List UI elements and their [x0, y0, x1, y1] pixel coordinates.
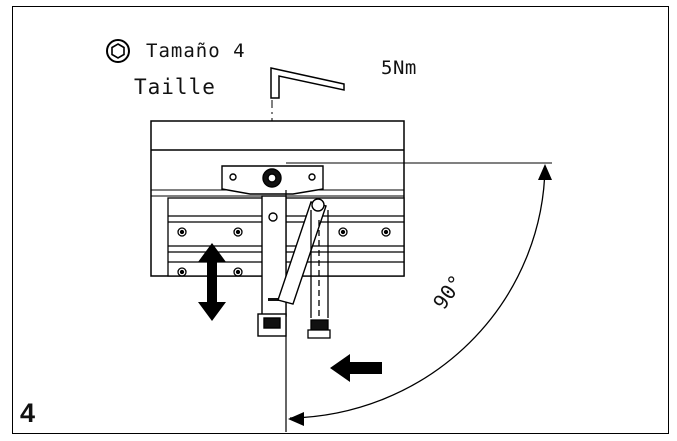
step-number: 4 [20, 398, 36, 428]
diagram-frame [12, 6, 669, 434]
guide-rod [307, 210, 331, 339]
up-down-arrow-icon [198, 243, 226, 321]
left-arrow-icon [330, 354, 382, 382]
size-label: Tamaño 4 [146, 40, 246, 62]
arc-arrowhead-bottom [288, 412, 304, 426]
angle-arc [289, 165, 546, 419]
size-label-fr: Taille [134, 75, 216, 99]
torque-label: 5Nm [381, 57, 417, 79]
diagonal-arm [277, 198, 327, 305]
allen-key-icon [270, 67, 345, 99]
closer-arm [257, 195, 287, 337]
arm-bracket [221, 165, 324, 195]
hex-bolt-icon [106, 39, 130, 63]
arc-arrowhead-top [538, 164, 552, 180]
